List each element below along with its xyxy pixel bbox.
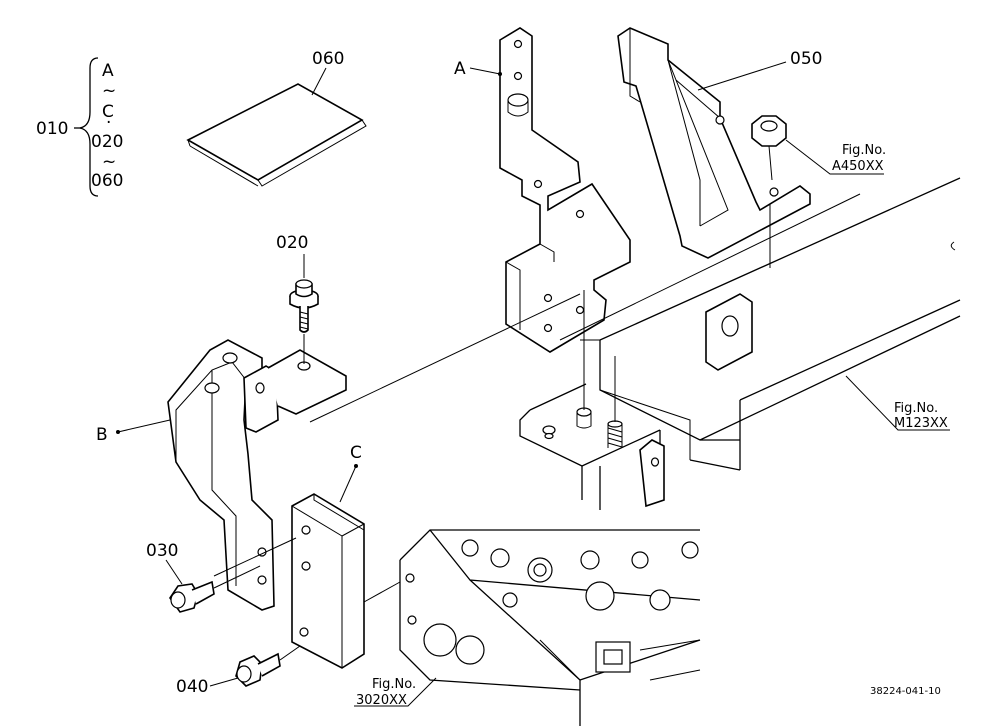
group-range-tilde-1: ~ — [102, 81, 116, 101]
cylinder-head-3020 — [363, 529, 701, 726]
leader-050 — [697, 61, 787, 91]
group-range-060: 060 — [91, 171, 123, 191]
leader-3020 — [354, 677, 437, 707]
bracket-b — [167, 339, 347, 611]
bracket-a — [499, 27, 631, 353]
part-label-060: 060 — [312, 49, 344, 69]
ref-a450-label: Fig.No. — [842, 143, 886, 158]
frame-m123 — [580, 177, 961, 471]
marker-b — [116, 430, 120, 434]
leader-030 — [165, 559, 183, 585]
part-label-040: 040 — [176, 677, 208, 697]
part-label-050: 050 — [790, 49, 822, 69]
nut-a450 — [751, 115, 787, 181]
leader-a450 — [785, 139, 884, 175]
base-plate — [519, 204, 771, 510]
group-bracket — [74, 57, 99, 197]
marker-a — [498, 72, 502, 76]
guide-line-2 — [559, 193, 861, 341]
marker-c — [354, 464, 358, 468]
leader-a — [469, 67, 501, 75]
leader-m123 — [845, 375, 950, 431]
drawing-number: 38224-041-10 — [870, 686, 941, 697]
leader-060 — [311, 67, 327, 96]
ref-a450-code: A450XX — [832, 159, 884, 174]
group-range-dot: · — [106, 113, 111, 133]
ref-3020-label: Fig.No. — [372, 677, 416, 692]
group-range-c: C — [102, 102, 114, 122]
part-label-b: B — [96, 425, 108, 445]
group-range-tilde-2: ~ — [102, 152, 116, 172]
label-sheet-060 — [186, 83, 367, 187]
leader-c — [339, 465, 357, 503]
group-range-020: 020 — [91, 132, 123, 152]
leader-040 — [209, 677, 239, 687]
bracket-050 — [617, 27, 811, 259]
group-id-label: 010 — [36, 119, 68, 139]
leader-b — [117, 419, 171, 433]
part-label-a: A — [454, 59, 466, 79]
guide-line-1 — [309, 293, 581, 423]
bolt-020 — [289, 279, 319, 364]
ref-3020-code: 3020XX — [356, 693, 407, 708]
part-label-030: 030 — [146, 541, 178, 561]
bolt-030 — [169, 537, 297, 613]
bolt-040 — [235, 645, 301, 687]
part-label-020: 020 — [276, 233, 308, 253]
part-label-c: C — [350, 443, 362, 463]
ref-m123-code: M123XX — [894, 416, 948, 431]
group-range-start: A — [102, 61, 114, 81]
plate-c — [291, 493, 365, 669]
ref-m123-label: Fig.No. — [894, 401, 938, 416]
